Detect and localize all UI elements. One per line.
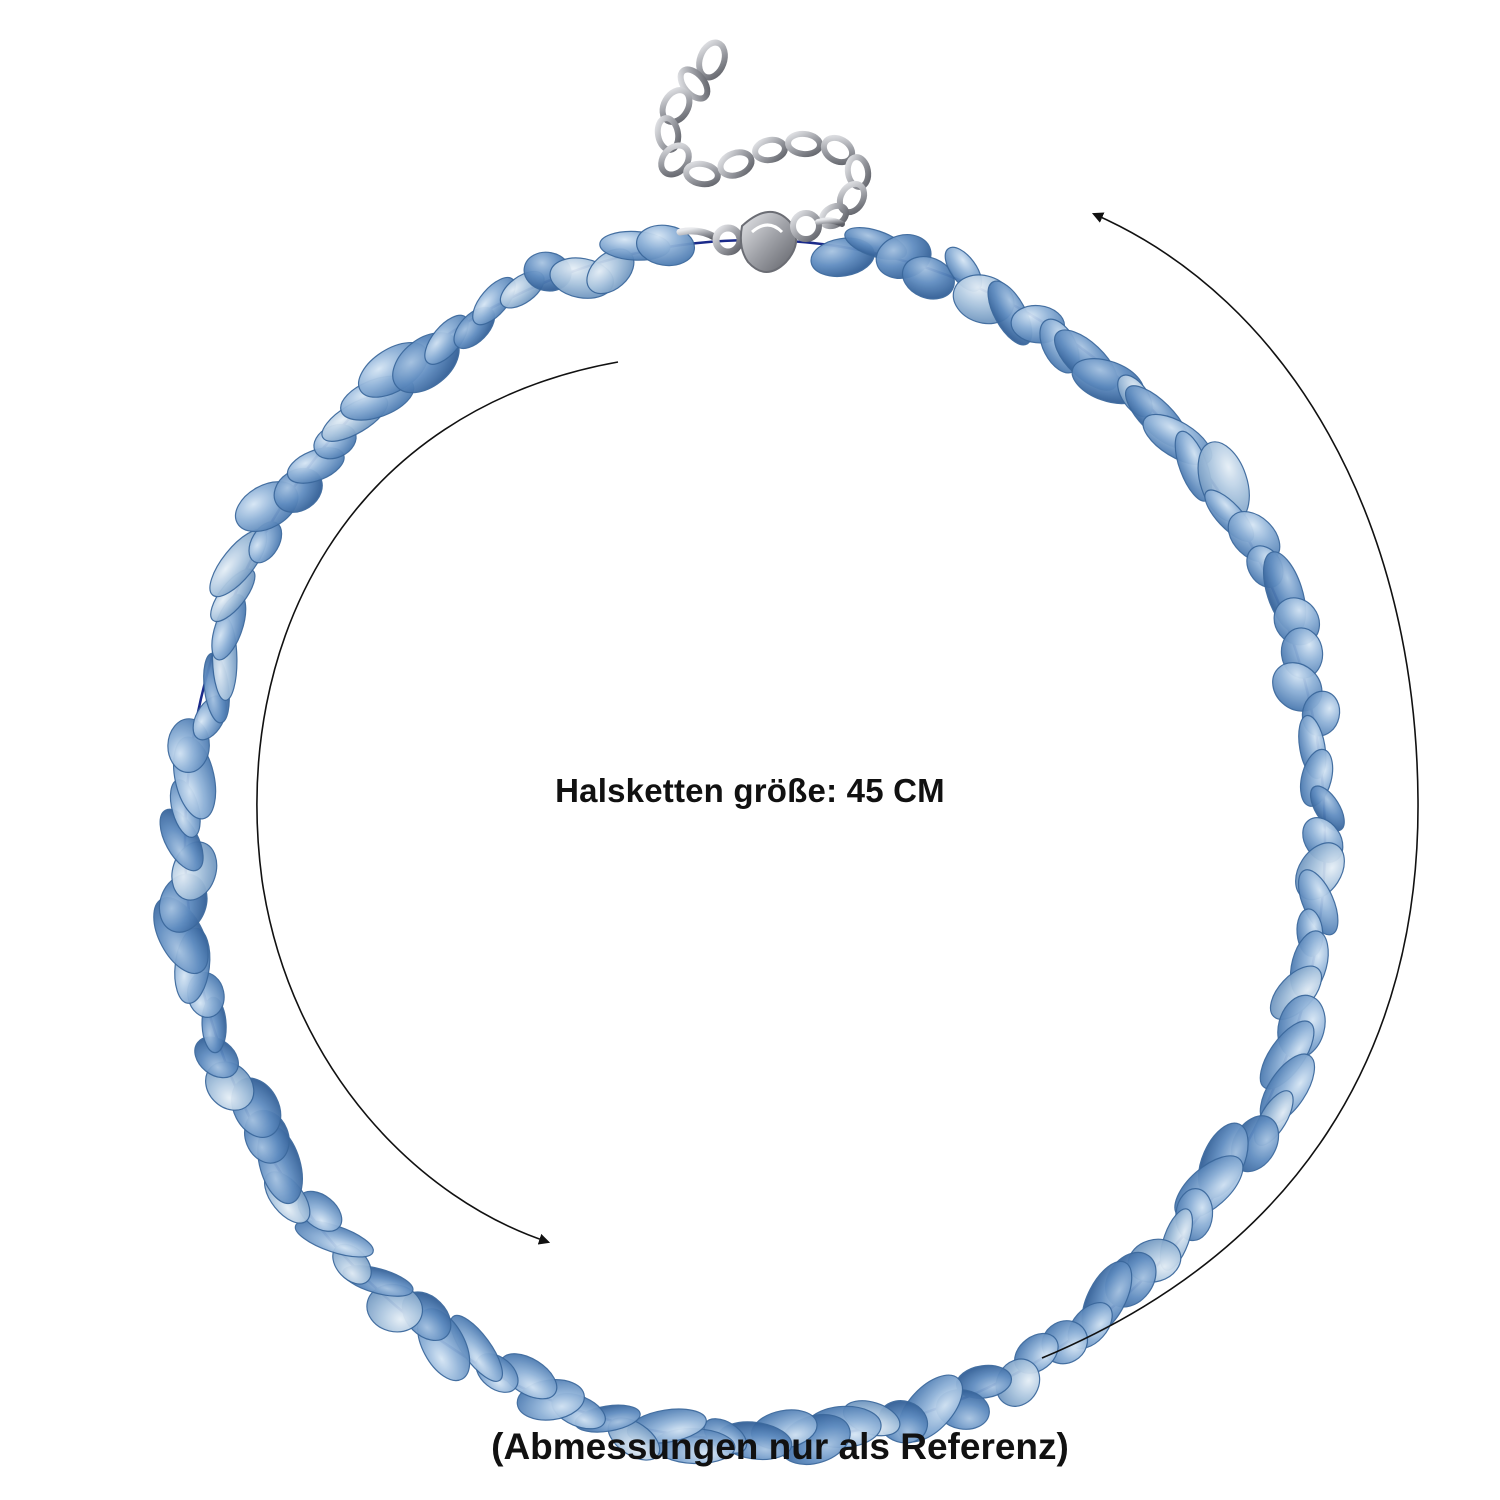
curved-arrow-left-icon xyxy=(256,361,619,1245)
bead-chip xyxy=(1297,869,1339,936)
extension-chain-icon xyxy=(654,39,872,230)
bead-chip xyxy=(1309,785,1345,832)
bead-chip xyxy=(901,256,955,300)
necklace-size-label: Halsketten größe: 45 CM xyxy=(555,772,945,809)
bead-chip xyxy=(194,1036,239,1079)
lobster-clasp-icon xyxy=(676,210,845,273)
curved-arrow-right-icon xyxy=(1041,212,1419,1359)
reference-note: (Abmessungen nur als Referenz) xyxy=(491,1426,1069,1467)
bead-strand xyxy=(153,224,1345,1466)
